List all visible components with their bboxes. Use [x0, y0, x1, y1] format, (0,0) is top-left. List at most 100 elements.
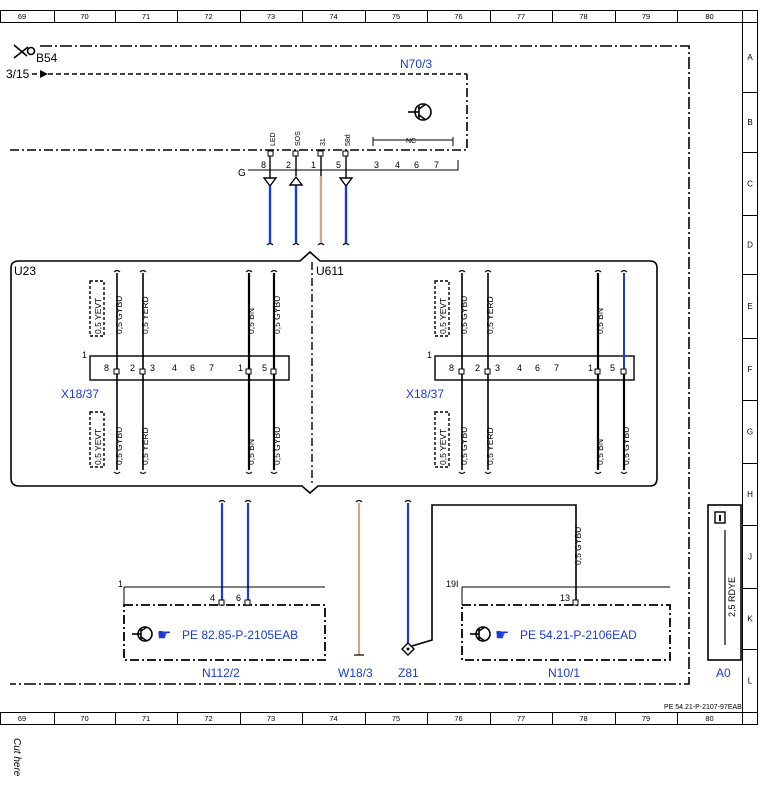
n70-3-label: N70/3: [400, 57, 432, 71]
pin-number: 3: [495, 363, 500, 373]
grid-column-label: 72: [204, 714, 212, 723]
wire-label: 0,5 YERD: [485, 296, 495, 334]
grid-row-label: G: [747, 428, 753, 437]
grid-column-label: 70: [80, 12, 88, 21]
w18-3-label: W18/3: [338, 666, 373, 680]
grid-row-label: L: [748, 677, 753, 686]
pin-number: 1: [311, 160, 316, 170]
u23-wire-labels: 0,5 YEVT 0,5 GYBU 0,5 YERD 0,5 BN 0,5 GY…: [93, 296, 282, 465]
pin-signal-58d: 58d: [345, 134, 352, 146]
grid-column-label: 69: [18, 12, 26, 21]
b54-block: B54 3/15: [6, 44, 467, 81]
arrow-right-icon: [40, 70, 48, 78]
grid-column-label: 78: [579, 12, 587, 21]
pin-number: 5: [610, 363, 615, 373]
wire-label: 0,5 GYBU: [459, 296, 469, 334]
grid-column-label: 71: [142, 714, 150, 723]
transistor-icon: [132, 626, 153, 642]
wire-label: 0,5 YEVT: [93, 429, 103, 465]
n112-2-ref-link[interactable]: PE 82.85-P-2105EAB: [182, 628, 298, 642]
u611-wire-labels: 0,5 YEVT 0,5 GYBU 0,5 YERD 0,5 BN 0,5 YE…: [438, 296, 631, 465]
grid-column-label: 77: [517, 12, 525, 21]
transistor-icon: [408, 103, 432, 121]
wire-label: 0,5 YERD: [140, 296, 150, 334]
grid-column-label: 71: [142, 12, 150, 21]
n70-3-pin-numbers: 8 2 1 5 3 4 6 7: [261, 160, 439, 170]
upper-wire-bundle: [268, 176, 348, 244]
grid-column-label: 70: [80, 714, 88, 723]
grid-column-label: 80: [705, 714, 713, 723]
lower-wire-break-marks: [218, 499, 412, 656]
pin-number: 3: [374, 160, 379, 170]
pin-number: 6: [535, 363, 540, 373]
grid-column-label: 77: [517, 714, 525, 723]
pin-number: 7: [434, 160, 439, 170]
grid-row-label: D: [747, 241, 753, 250]
grid-column-label: 69: [18, 714, 26, 723]
wire-label: 0,5 BN: [595, 439, 605, 465]
n70-3-block: N70/3 NC LED SOS 31 58d 8 2 1 5: [10, 57, 468, 188]
wire-label: 0,5 YEVT: [93, 298, 103, 334]
x18-37-left-label: X18/37: [61, 387, 99, 401]
wire-label: 0,5 GYBU: [272, 427, 282, 465]
pin-number: 2: [286, 160, 291, 170]
n112-corner: 1: [118, 579, 123, 589]
u23-u611-enclosure: [10, 250, 658, 495]
grid-column-label: 76: [454, 714, 462, 723]
pin-number: 2: [130, 363, 135, 373]
grid-row-label: C: [747, 180, 753, 189]
z81-link-wire: [411, 504, 577, 647]
wire-label: 0,5 GYBU: [272, 296, 282, 334]
pointing-hand-icon: ☛: [495, 627, 509, 644]
pin-number: 2: [475, 363, 480, 373]
grid-column-label: 73: [267, 714, 275, 723]
pin-number: 5: [336, 160, 341, 170]
scissors-icon: [13, 44, 36, 59]
pin-number: 13: [560, 593, 570, 603]
grid-column-label: 78: [579, 714, 587, 723]
pin-number: 8: [104, 363, 109, 373]
grid-row-label: B: [747, 118, 752, 127]
connector-corner: 1: [427, 350, 432, 360]
x18-37-right-label: X18/37: [406, 387, 444, 401]
wire-label: 0,5 YEVT: [438, 429, 448, 465]
grid-column-ticks: [0, 10, 743, 724]
u611-connector-pins: [458, 368, 627, 375]
grid-row-label: J: [748, 553, 752, 562]
connector-right: 1 X18/37 8 2 3 4 6 7 1 5: [406, 350, 635, 401]
n10-corner: 19I: [446, 579, 459, 589]
pin-number: 6: [414, 160, 419, 170]
pointing-hand-icon: ☛: [157, 627, 171, 644]
connector-corner: 1: [82, 350, 87, 360]
n70-3-pin-squares: [267, 150, 349, 157]
footer-reference: PE 54.21-P-2107-97EAB: [664, 704, 742, 711]
u611-wire-ends: [458, 269, 628, 475]
n70-3-pin-signals: LED SOS 31 58d: [270, 131, 352, 146]
grid-column-label: 74: [329, 12, 337, 21]
grid-row-ticks: [742, 22, 757, 713]
n10-1-ref-link[interactable]: PE 54.21-P-2106EAD: [520, 628, 637, 642]
a0-label: A0: [716, 666, 731, 680]
grid-column-label: 74: [329, 714, 337, 723]
pin-number: 1: [588, 363, 593, 373]
connector-left: 1 X18/37 8 2 3 4 6 7 1 5: [61, 350, 290, 401]
grid-column-label: 73: [267, 12, 275, 21]
pin-number: 7: [554, 363, 559, 373]
grid-row-label: H: [747, 490, 753, 499]
u23-dashed-boxes: [89, 280, 105, 468]
grid-column-label: 72: [204, 12, 212, 21]
grid-row-label: K: [747, 615, 753, 624]
grid-column-label: 75: [392, 12, 400, 21]
ground-g-label: G: [238, 168, 246, 179]
nc-bracket: [372, 137, 454, 146]
wire-label: 0,5 BN: [246, 439, 256, 465]
n10-1-block: 19I 13 ☛ PE 54.21-P-2106EAD N10/1: [446, 579, 671, 680]
wire-label: 0,5 YEVT: [438, 298, 448, 334]
n112-2-boundary: [123, 604, 326, 661]
z81-label: Z81: [398, 666, 419, 680]
wire-label: 0,5 GYBU: [114, 427, 124, 465]
wire-label: 0,5 YERD: [140, 427, 150, 465]
